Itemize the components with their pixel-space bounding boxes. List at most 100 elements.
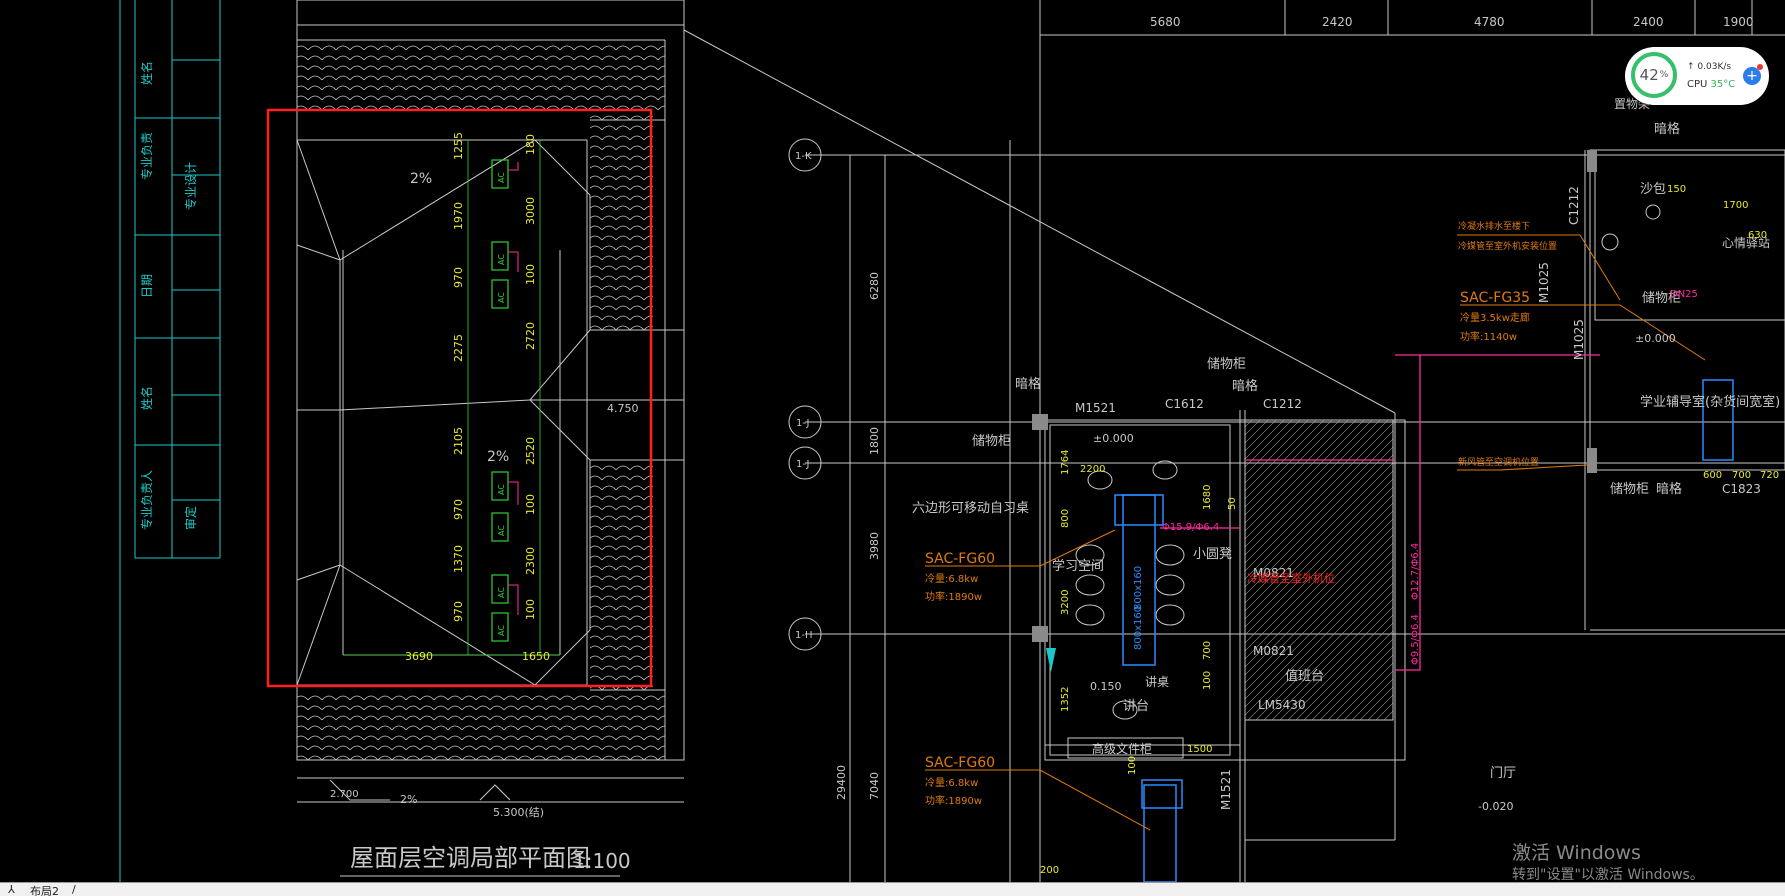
svg-text:值班台: 值班台 xyxy=(1285,668,1324,684)
svg-text:新风管至空调机位置: 新风管至空调机位置 xyxy=(1458,456,1539,468)
svg-text:100: 100 xyxy=(524,599,537,620)
svg-text:1-H: 1-H xyxy=(795,630,813,641)
svg-text:高级文件柜: 高级文件柜 xyxy=(1092,741,1152,756)
activation-watermark-hint: 转到"设置"以激活 Windows。 xyxy=(1512,867,1704,883)
svg-text:冷量3.5kw走廊: 冷量3.5kw走廊 xyxy=(1460,311,1530,324)
cpu-usage-ring: 42% xyxy=(1631,52,1677,98)
equipment-2: SAC-FG60 冷量:6.8kw 功率:1890w xyxy=(925,755,995,807)
svg-text:630: 630 xyxy=(1748,230,1767,241)
svg-text:六边形可移动自习桌: 六边形可移动自习桌 xyxy=(912,501,1029,516)
svg-text:冷量:6.8kw: 冷量:6.8kw xyxy=(925,572,978,585)
svg-text:学习空间: 学习空间 xyxy=(1052,558,1104,574)
svg-text:4780: 4780 xyxy=(1474,15,1505,29)
svg-text:小圆凳: 小圆凳 xyxy=(1193,546,1232,562)
svg-text:1500: 1500 xyxy=(1187,744,1212,755)
ac-label: AC xyxy=(497,484,506,495)
ac-pipes-detail xyxy=(508,162,519,615)
svg-text:M1521: M1521 xyxy=(1075,401,1116,415)
axis-bubbles xyxy=(788,138,822,651)
svg-text:1700: 1700 xyxy=(1723,200,1748,211)
plus-icon[interactable]: + xyxy=(1743,64,1763,85)
ac-label: AC xyxy=(497,254,506,265)
svg-text:2%: 2% xyxy=(400,793,417,806)
svg-text:2520: 2520 xyxy=(524,437,537,465)
svg-text:M0821: M0821 xyxy=(1253,644,1294,658)
svg-text:±0.000: ±0.000 xyxy=(1093,432,1134,445)
tab-layout2[interactable]: 布局2 xyxy=(30,885,59,896)
ac-label: AC xyxy=(497,625,506,636)
duct-sizes: 800x160 800x160 xyxy=(1133,566,1144,650)
svg-text:100: 100 xyxy=(1202,671,1213,690)
notification-dot xyxy=(1757,64,1763,70)
ac-label: AC xyxy=(497,172,506,183)
svg-text:2.700: 2.700 xyxy=(330,789,359,800)
cyan-markers xyxy=(1046,648,1056,672)
svg-text:Φ9.5/Φ6.4: Φ9.5/Φ6.4 xyxy=(1410,614,1421,665)
nav-arrow-icon[interactable]: ⅄ xyxy=(8,883,15,896)
svg-text:150: 150 xyxy=(1667,184,1686,195)
furniture xyxy=(1075,204,1661,720)
svg-text:暗格: 暗格 xyxy=(1232,378,1258,394)
detail-title: 屋面层空调局部平面图 xyxy=(350,844,590,872)
svg-text:M1025: M1025 xyxy=(1572,319,1586,360)
svg-text:200: 200 xyxy=(1040,865,1059,876)
svg-text:970: 970 xyxy=(452,267,465,288)
svg-text:功率:1140w: 功率:1140w xyxy=(1460,330,1517,343)
net-value: 0.03K/s xyxy=(1697,62,1732,72)
svg-text:C1212: C1212 xyxy=(1567,186,1581,225)
top-dims: 5680 2420 4780 2400 1900 xyxy=(1150,15,1754,29)
svg-text:暗格: 暗格 xyxy=(1656,481,1682,497)
left-dims: 6280 1800 3980 7040 29400 xyxy=(835,272,881,800)
svg-text:2400: 2400 xyxy=(1633,15,1664,29)
svg-text:C1823: C1823 xyxy=(1722,482,1761,496)
tb-label-1: 姓名 xyxy=(139,61,154,85)
cpu-label: CPU xyxy=(1687,79,1708,90)
system-monitor-widget[interactable]: 42% ↑ 0.03K/s CPU 35°C + xyxy=(1625,47,1769,105)
ac-label: AC xyxy=(497,587,506,598)
svg-text:7040: 7040 xyxy=(868,772,881,800)
svg-text:2200: 2200 xyxy=(1080,464,1105,475)
room-labels: 暗格 储物柜 暗格 储物柜 六边形可移动自习桌 学习空间 小圆凳 讲台 高级文件… xyxy=(912,97,1780,781)
tb-label-5: 专业负责人 xyxy=(139,470,154,530)
detail-texts: 2% 2% 2% 4.750 5.300(结) 2.700 xyxy=(330,171,639,819)
highlight-boundary xyxy=(266,108,653,688)
roof-tiles xyxy=(297,40,665,760)
svg-text:1-J: 1-J xyxy=(796,418,809,429)
svg-text:储物柜: 储物柜 xyxy=(972,434,1011,449)
svg-text:0.150: 0.150 xyxy=(1090,680,1122,693)
tb-label-2: 专业负责 xyxy=(139,132,154,180)
svg-text:沙包: 沙包 xyxy=(1640,182,1666,197)
svg-text:2105: 2105 xyxy=(452,427,465,455)
svg-text:Φ12.7/Φ6.4: Φ12.7/Φ6.4 xyxy=(1410,543,1421,600)
svg-text:1255: 1255 xyxy=(452,132,465,160)
svg-text:SAC-FG60: SAC-FG60 xyxy=(925,551,995,567)
svg-text:800x160: 800x160 xyxy=(1133,566,1144,610)
percent-sign: % xyxy=(1659,70,1669,80)
cpu-percent: 42 xyxy=(1639,66,1659,84)
svg-text:C1212: C1212 xyxy=(1263,397,1302,411)
svg-text:970: 970 xyxy=(452,601,465,622)
svg-text:180: 180 xyxy=(524,134,537,155)
red-note: 冷媒管至室外机位 xyxy=(1247,571,1335,585)
svg-text:2300: 2300 xyxy=(524,547,537,575)
svg-text:100: 100 xyxy=(1127,756,1138,775)
hatched-room xyxy=(1244,419,1394,721)
svg-text:M0821: M0821 xyxy=(1253,566,1294,580)
svg-text:700: 700 xyxy=(1202,641,1213,660)
svg-text:2275: 2275 xyxy=(452,334,465,362)
ac-unit-labels: AC AC AC AC AC AC AC xyxy=(497,172,506,636)
svg-text:800: 800 xyxy=(1060,509,1071,528)
columns xyxy=(1032,150,1597,642)
tb-label-6: 专业设计 xyxy=(183,162,198,210)
detail-dims: 1255 1970 970 2275 2105 970 1370 970 180… xyxy=(405,132,550,663)
svg-text:冷凝水排水至楼下: 冷凝水排水至楼下 xyxy=(1458,220,1530,232)
svg-text:800x160: 800x160 xyxy=(1133,606,1144,650)
svg-text:3980: 3980 xyxy=(868,532,881,560)
activation-watermark-title: 激活 Windows xyxy=(1512,842,1641,864)
svg-text:700: 700 xyxy=(1732,470,1751,481)
cpu-temp: 35°C xyxy=(1710,79,1736,90)
ac-label: AC xyxy=(497,525,506,536)
